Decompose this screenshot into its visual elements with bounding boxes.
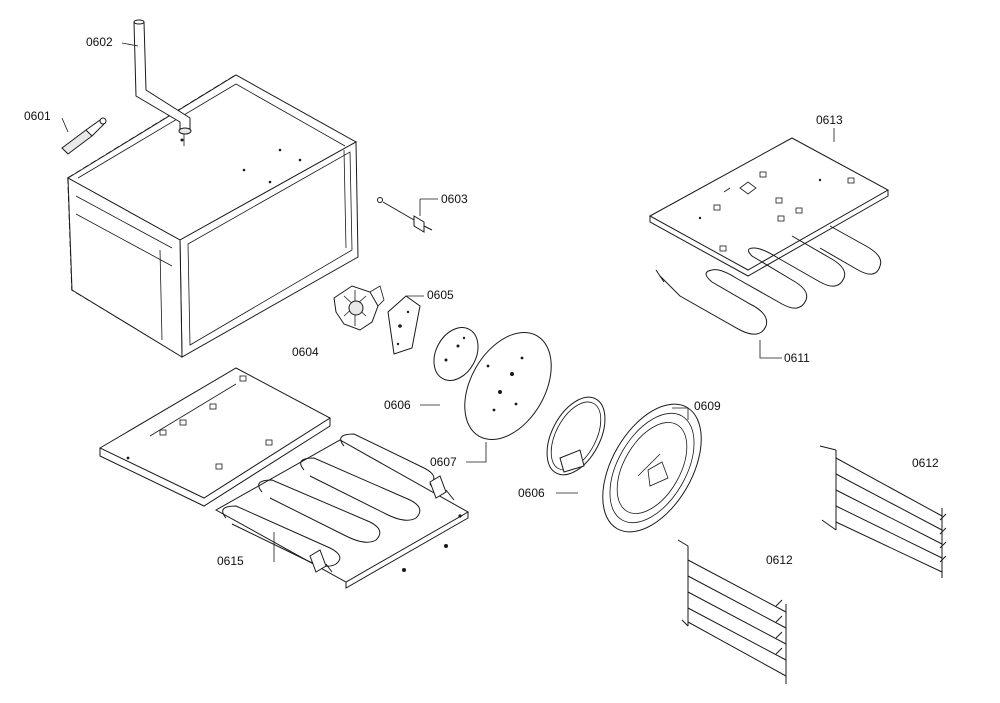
label-0606-ring: 0606 — [518, 486, 545, 500]
part-labels: 0602 0601 0603 0604 0605 0606 0607 0606 … — [24, 35, 939, 568]
leader-lines — [61, 42, 835, 562]
label-0609: 0609 — [694, 399, 721, 413]
label-0615: 0615 — [217, 554, 244, 568]
label-0602: 0602 — [86, 35, 113, 49]
part-0607-large-disk — [464, 331, 552, 441]
label-0612-left: 0612 — [766, 553, 793, 567]
part-0605-plate — [387, 295, 421, 355]
label-0607: 0607 — [430, 455, 457, 469]
part-0601-lamp — [61, 117, 107, 155]
label-0601: 0601 — [24, 109, 51, 123]
oven-cavity — [67, 74, 359, 358]
part-0602-tube — [133, 19, 192, 146]
part-0604-fan — [333, 285, 385, 331]
part-0612-rack-left — [677, 539, 787, 684]
part-0609-dome — [602, 403, 702, 533]
part-0606-small-disk — [433, 327, 479, 381]
part-0603-sensor — [377, 197, 433, 233]
label-0613: 0613 — [816, 113, 843, 127]
label-0603: 0603 — [441, 192, 468, 206]
part-0613-top-panel — [648, 137, 890, 277]
part-0615-bottom-assembly — [98, 367, 470, 589]
label-0604: 0604 — [292, 345, 319, 359]
label-0605: 0605 — [427, 288, 454, 302]
part-0611-top-element — [655, 225, 882, 335]
part-0608-ring — [546, 396, 606, 476]
label-0612-right: 0612 — [912, 456, 939, 470]
label-0606-disk: 0606 — [384, 398, 411, 412]
label-0611: 0611 — [784, 351, 810, 365]
part-0612-rack-right — [819, 445, 947, 578]
